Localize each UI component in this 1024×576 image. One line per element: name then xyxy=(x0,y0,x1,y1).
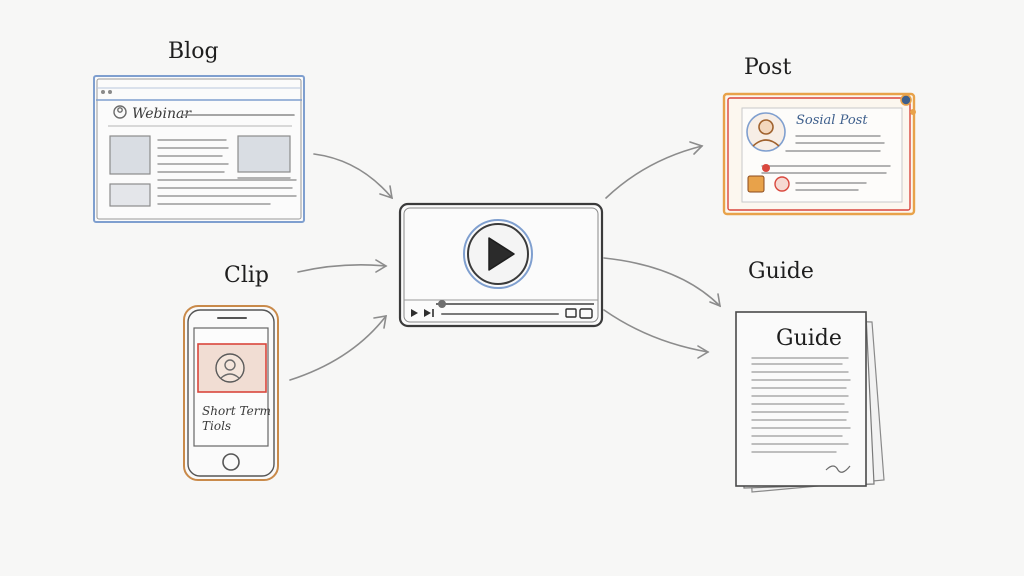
phone-line-1: Short Term xyxy=(202,404,271,418)
guide-title: Guide xyxy=(776,326,842,351)
like-icon xyxy=(747,175,765,193)
post-title: Sosial Post xyxy=(796,113,868,128)
arrow-blog-to-video xyxy=(313,153,394,200)
image-placeholder xyxy=(109,135,291,207)
video-player xyxy=(398,202,604,328)
subtitles-icon xyxy=(565,308,577,318)
arrow-phone-to-video xyxy=(289,315,387,381)
share-icon xyxy=(774,176,790,192)
profile-icon xyxy=(762,164,770,172)
guide-document: Guide xyxy=(735,311,885,493)
avatar xyxy=(746,112,786,152)
blog-title: Webinar xyxy=(132,106,192,122)
arrow-video-to-guide-upper xyxy=(603,257,722,308)
progress-bar xyxy=(436,300,594,308)
fullscreen-icon xyxy=(579,308,593,319)
label-post: Post xyxy=(744,55,791,80)
signature xyxy=(825,465,851,473)
settings-icon xyxy=(900,94,916,115)
phone-device: Short Term Tiols xyxy=(183,305,279,481)
phone-line-2: Tiols xyxy=(202,419,231,433)
arrow-clip-to-video xyxy=(297,259,388,273)
play-icon xyxy=(411,309,418,317)
home-button xyxy=(222,453,240,471)
next-icon xyxy=(424,309,434,317)
label-blog: Blog xyxy=(168,39,219,64)
video-thumbnail xyxy=(197,343,267,393)
label-clip: Clip xyxy=(224,263,269,288)
blog-window: Webinar xyxy=(93,75,305,223)
arrow-video-to-post xyxy=(605,141,704,199)
play-icon xyxy=(463,219,533,289)
user-icon xyxy=(113,105,127,119)
social-post-card: Sosial Post xyxy=(722,92,916,216)
label-guide: Guide xyxy=(748,259,814,284)
arrow-video-to-guide-lower xyxy=(603,309,710,359)
